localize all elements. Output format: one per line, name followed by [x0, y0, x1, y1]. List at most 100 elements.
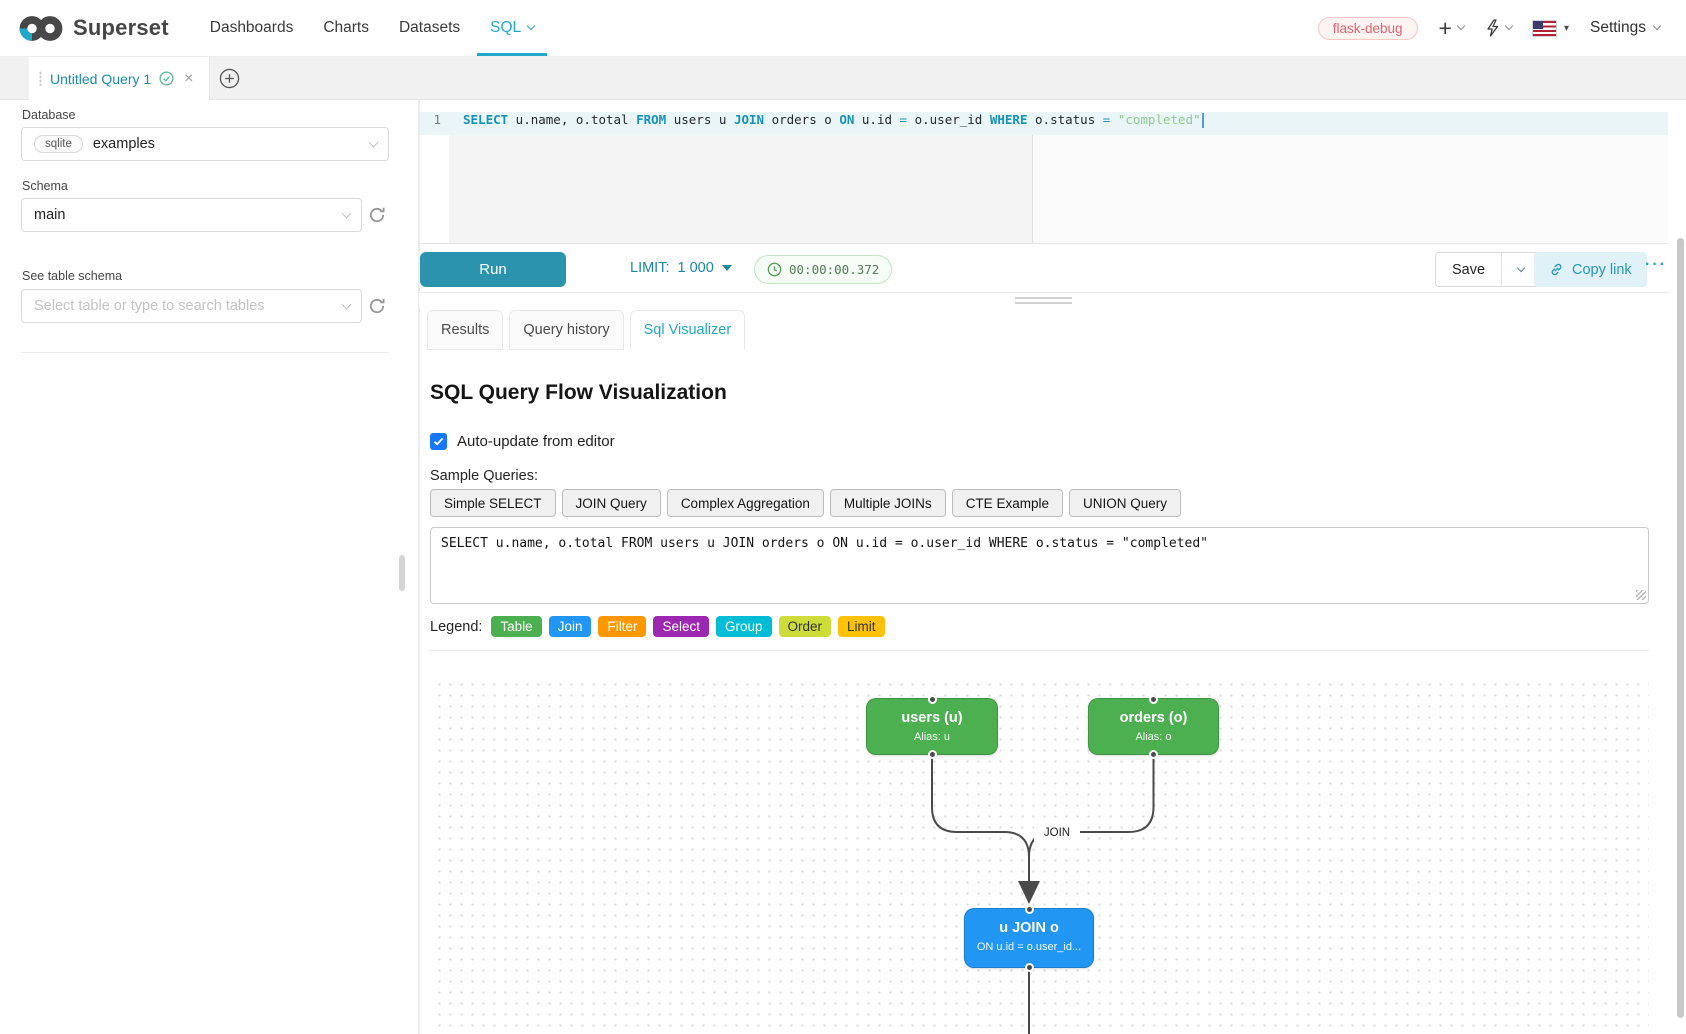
arrowhead-icon [1018, 881, 1040, 904]
auto-update-row: Auto-update from editor [430, 433, 615, 450]
chevron-down-icon [341, 299, 352, 309]
schema-value: main [34, 207, 66, 223]
sql-token: "completed" [1117, 112, 1201, 127]
nav-item-charts[interactable]: Charts [323, 19, 369, 36]
tab-results[interactable]: Results [427, 310, 504, 350]
database-select[interactable]: sqlite examples [21, 127, 389, 161]
sql-token: ON [839, 112, 855, 127]
limit-label: LIMIT: [630, 260, 670, 276]
language-selector[interactable]: ▾ [1531, 19, 1569, 37]
editor-background [449, 135, 1032, 243]
editor-code-line[interactable]: SELECT u.name, o.total FROM users u JOIN… [463, 112, 1204, 135]
settings-menu[interactable]: Settings [1590, 19, 1662, 37]
editor-line-number: 1 [433, 112, 441, 127]
auto-update-checkbox[interactable] [430, 433, 447, 450]
environment-tag: flask-debug [1317, 16, 1418, 40]
flow-node-join[interactable]: u JOIN o ON u.id = o.user_id... [964, 904, 1094, 972]
page-title: SQL Query Flow Visualization [430, 381, 727, 404]
sample-cte-example-button[interactable]: CTE Example [951, 489, 1063, 517]
superset-logo[interactable]: Superset [18, 15, 169, 42]
sample-queries-label: Sample Queries: [430, 468, 538, 484]
tab-query-history[interactable]: Query history [509, 310, 624, 350]
node-title: u JOIN o [999, 920, 1059, 936]
legend-table-badge: Table [491, 616, 542, 637]
sample-complex-aggregation-button[interactable]: Complex Aggregation [666, 489, 824, 517]
refresh-schemas-button[interactable] [368, 206, 386, 224]
refresh-icon [369, 298, 385, 314]
node-handle[interactable] [1149, 749, 1158, 759]
legend-row: Legend: Table Join Filter Select Group O… [430, 616, 885, 637]
sql-token: JOIN [733, 112, 765, 127]
editor-toolbar: Run LIMIT: 1 000 00:00:00.372 Save [419, 244, 1668, 293]
sample-simple-select-button[interactable]: Simple SELECT [430, 489, 556, 517]
chevron-down-icon [1652, 21, 1662, 31]
legend-group-badge: Group [716, 616, 772, 637]
legend-order-badge: Order [778, 616, 832, 637]
query-flow-canvas[interactable]: JOIN users (u) Alias: u orders (o) Alias… [430, 675, 1649, 1034]
flow-node-orders[interactable]: orders (o) Alias: o [1088, 694, 1219, 759]
refresh-tables-button[interactable] [368, 297, 386, 315]
tab-sql-visualizer[interactable]: Sql Visualizer [629, 310, 746, 350]
nav-item-dashboards[interactable]: Dashboards [209, 19, 294, 36]
node-handle[interactable] [1149, 694, 1158, 704]
chevron-down-icon [368, 137, 379, 147]
text-cursor [1201, 113, 1204, 128]
close-icon[interactable]: × [184, 69, 194, 87]
flow-node-users[interactable]: users (u) Alias: u [866, 694, 998, 759]
clock-icon [767, 262, 782, 277]
sql-code-editor[interactable]: 1 SELECT u.name, o.total FROM users u JO… [419, 100, 1668, 244]
legend-filter-badge: Filter [598, 616, 647, 637]
nav-menu: Dashboards Charts Datasets SQL [195, 19, 549, 56]
schema-select[interactable]: main [21, 198, 362, 232]
sql-token: u.id [854, 112, 900, 127]
sidebar-resize-handle[interactable] [399, 555, 405, 591]
lightning-icon [1487, 19, 1499, 37]
node-handle[interactable] [1024, 904, 1034, 914]
new-item-menu[interactable]: + [1438, 15, 1466, 41]
sqllab-sidebar: Database sqlite examples Schema main See… [0, 100, 419, 1034]
edge-label-bg [1034, 822, 1080, 841]
nav-item-sql[interactable]: SQL [475, 19, 549, 56]
sql-token [1110, 112, 1118, 127]
save-button[interactable]: Save [1452, 261, 1486, 278]
node-subtitle: ON u.id = o.user_id... [976, 941, 1082, 953]
sql-token: o.user_id [907, 112, 990, 127]
query-search-menu[interactable] [1485, 19, 1514, 37]
add-tab-button[interactable] [219, 68, 240, 89]
run-button[interactable]: Run [420, 252, 566, 287]
node-handle[interactable] [927, 749, 937, 759]
vertical-scrollbar[interactable] [1677, 238, 1684, 1018]
sample-union-query-button[interactable]: UNION Query [1068, 489, 1181, 517]
chevron-down-icon [1516, 263, 1526, 272]
save-options-button[interactable] [1501, 253, 1540, 286]
limit-dropdown[interactable]: LIMIT: 1 000 [630, 260, 732, 276]
sql-token: WHERE [989, 112, 1028, 127]
table-schema-label: See table schema [22, 269, 123, 283]
editor-tabstrip: Untitled Query 1 × [0, 57, 1686, 100]
south-pane: Results Query history Sql Visualizer SQL… [419, 308, 1668, 1034]
link-icon [1551, 263, 1562, 276]
sql-token: o.status [1027, 112, 1103, 127]
legend-limit-badge: Limit [838, 616, 885, 637]
node-handle[interactable] [1024, 962, 1034, 972]
save-split-button: Save [1435, 252, 1542, 287]
legend-join-badge: Join [548, 616, 592, 637]
more-options-button[interactable]: ··· [1645, 256, 1667, 273]
elapsed-time: 00:00:00.372 [789, 262, 880, 277]
copy-link-button[interactable]: Copy link [1534, 252, 1647, 287]
sample-multiple-joins-button[interactable]: Multiple JOINs [829, 489, 946, 517]
nav-item-datasets[interactable]: Datasets [398, 19, 461, 36]
sql-token: orders o [764, 112, 840, 127]
query-tab[interactable]: Untitled Query 1 × [29, 57, 210, 100]
pane-resize-handle[interactable] [419, 294, 1668, 308]
sample-join-query-button[interactable]: JOIN Query [561, 489, 661, 517]
node-handle[interactable] [927, 694, 937, 704]
navbar-right: flask-debug + ▾ Settings [1317, 15, 1662, 41]
plus-icon: + [1438, 15, 1452, 41]
sql-token: u.name, o.total [508, 112, 637, 127]
schema-label: Schema [22, 179, 68, 193]
query-input[interactable]: SELECT u.name, o.total FROM users u JOIN… [430, 527, 1649, 604]
database-engine-badge: sqlite [34, 135, 83, 153]
table-select[interactable]: Select table or type to search tables [21, 289, 362, 323]
node-title: users (u) [901, 710, 963, 726]
